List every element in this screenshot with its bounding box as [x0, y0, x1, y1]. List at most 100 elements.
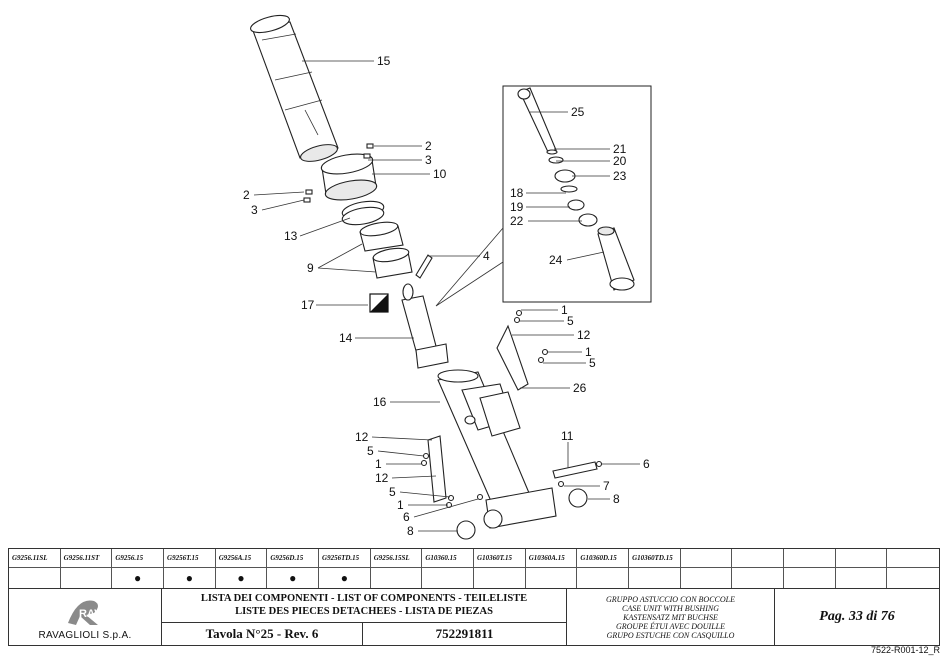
desc-fr: GROUPE ÉTUI AVEC DOUILLE: [615, 622, 725, 631]
applicability-row: ●●●●●: [9, 568, 939, 589]
model-code-cell: G9256.15SL: [371, 549, 423, 567]
model-code-cell: G9256.11SL: [9, 549, 61, 567]
desc-de: KASTENSATZ MIT BUCHSE: [623, 613, 718, 622]
callout-5: 5: [589, 356, 596, 370]
part-4-pin: [415, 254, 433, 279]
part-14-cylinder: [401, 283, 449, 369]
part-15-tube: [250, 14, 339, 162]
callout-8: 8: [613, 492, 620, 506]
applicability-cell: [371, 568, 423, 588]
part-10-ring: [320, 153, 378, 201]
desc-it: GRUPPO ASTUCCIO CON BOCCOLE: [606, 595, 735, 604]
logo-cell: RAV RAVAGLIOLI S.p.A.: [9, 589, 162, 645]
callout-22: 22: [510, 214, 524, 228]
callout-19: 19: [510, 200, 524, 214]
applicability-cell: [784, 568, 836, 588]
applicability-cell: [422, 568, 475, 588]
model-code-cell: G10360T.15: [474, 549, 526, 567]
callout-1: 1: [375, 457, 382, 471]
model-code-cell: [836, 549, 888, 567]
callout-2: 2: [243, 188, 250, 202]
callout-12: 12: [355, 430, 369, 444]
company-name: RAVAGLIOLI S.p.A.: [38, 630, 132, 641]
part-code: 752291811: [435, 626, 494, 641]
callout-2: 2: [425, 139, 432, 153]
model-code-cell: G10360.15: [422, 549, 475, 567]
applicability-cell: [526, 568, 578, 588]
ravaglioli-logo: RAV: [68, 600, 102, 625]
model-code-cell: G10360TD.15: [629, 549, 681, 567]
applicability-cell: [681, 568, 733, 588]
table-ref-row: Tavola N°25 - Rev. 6 752291811: [162, 623, 566, 645]
part-13-ring: [341, 200, 385, 226]
model-code-cell: G9256TD.15: [319, 549, 371, 567]
callout-16: 16: [373, 395, 387, 409]
callout-26: 26: [573, 381, 587, 395]
callout-11: 11: [561, 429, 574, 443]
callout-3: 3: [251, 203, 258, 217]
applicability-cell: [9, 568, 61, 588]
callout-20: 20: [613, 154, 627, 168]
applicability-cell: [836, 568, 888, 588]
part-26-plate: [496, 324, 529, 391]
page-number: Pag. 33 di 76: [819, 609, 895, 624]
document-reference: 7522-R001-12_R: [870, 645, 940, 655]
model-code-cell: G9256A.15: [216, 549, 268, 567]
part-9-bushings: [359, 221, 413, 279]
callout-5: 5: [367, 444, 374, 458]
applicability-cell: ●: [216, 568, 268, 588]
callout-3: 3: [425, 153, 432, 167]
part-8-bushings: [456, 488, 588, 540]
model-code-cell: G9256D.15: [267, 549, 320, 567]
applicability-cell: [732, 568, 785, 588]
model-code-cell: G9256.15: [112, 549, 165, 567]
callout-15: 15: [377, 54, 391, 68]
list-title: LISTA DEI COMPONENTI - LIST OF COMPONENT…: [162, 589, 566, 623]
applicability-cell: ●: [164, 568, 216, 588]
desc-en: CASE UNIT WITH BUSHING: [622, 604, 719, 613]
applicability-cell: [61, 568, 113, 588]
leader-lines: [253, 60, 640, 532]
callout-9: 9: [307, 261, 314, 275]
applicability-cell: [577, 568, 630, 588]
applicability-cell: ●: [319, 568, 371, 588]
applicability-cell: [474, 568, 526, 588]
callout-labels: 15 2 3 10 2 3 13 9 4 17 14 25 21 20 23 1…: [243, 54, 650, 538]
callout-1: 1: [585, 345, 592, 359]
model-code-cell: [681, 549, 733, 567]
part-12-plate-a: [427, 435, 447, 503]
svg-text:RAV: RAV: [79, 608, 102, 620]
part-11-pin: [552, 461, 598, 479]
model-code-cell: G9256.11ST: [61, 549, 113, 567]
callout-7: 7: [603, 479, 610, 493]
screws-2-3: [303, 143, 374, 203]
list-title-cell: LISTA DEI COMPONENTI - LIST OF COMPONENT…: [162, 589, 567, 645]
callout-4: 4: [483, 249, 490, 263]
model-code-cell: G10360A.15: [526, 549, 578, 567]
callout-6: 6: [403, 510, 410, 524]
model-code-cell: G9256T.15: [164, 549, 216, 567]
callout-6: 6: [643, 457, 650, 471]
list-title-line-1: LISTA DEI COMPONENTI - LIST OF COMPONENT…: [200, 593, 528, 604]
desc-es: GRUPO ESTUCHE CON CASQUILLO: [606, 631, 735, 640]
group-description: GRUPPO ASTUCCIO CON BOCCOLE CASE UNIT WI…: [567, 589, 775, 645]
model-code-cell: [887, 549, 939, 567]
applicability-cell: ●: [112, 568, 165, 588]
callout-12: 12: [375, 471, 389, 485]
fasteners-1-5-6-7: [420, 309, 603, 509]
callout-5: 5: [389, 485, 396, 499]
exploded-parts-drawing: 15 2 3 10 2 3 13 9 4 17 14 25 21 20 23 1…: [243, 14, 652, 540]
callout-25: 25: [571, 105, 585, 119]
applicability-cell: [887, 568, 939, 588]
callout-5: 5: [567, 314, 574, 328]
detail-inset: [435, 85, 652, 307]
model-code-cell: [732, 549, 785, 567]
list-title-line-2: LISTE DES PIECES DETACHEES - LISTA DE PI…: [235, 606, 493, 617]
callout-18: 18: [510, 186, 524, 200]
callout-17: 17: [301, 298, 315, 312]
part-17-symbol: [369, 293, 389, 313]
callout-8: 8: [407, 524, 414, 538]
callout-21: 21: [613, 142, 627, 156]
